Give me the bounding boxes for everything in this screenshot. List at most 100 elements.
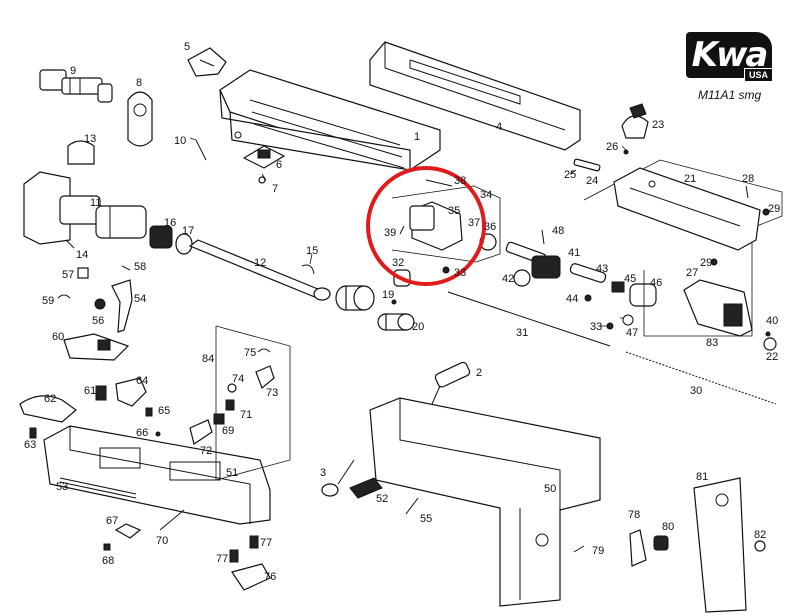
part-28: [745, 185, 749, 199]
part-54: [111, 279, 133, 333]
part-24-25: [573, 158, 601, 172]
label-71: 71: [240, 409, 252, 421]
label-45: 45: [624, 273, 636, 285]
part-66: [155, 431, 161, 437]
label-76: 76: [264, 571, 276, 583]
part-5: [187, 47, 227, 77]
part-63: [29, 427, 37, 439]
label-5: 5: [184, 41, 190, 53]
lower-receiver-part-51: [43, 425, 271, 525]
label-77a: 77: [216, 553, 228, 565]
part-78: [629, 529, 647, 567]
hopup-subassembly-34: [391, 179, 501, 263]
part-79: [573, 545, 585, 553]
part-82: [754, 540, 766, 552]
label-80: 80: [662, 521, 674, 533]
part-47: [622, 314, 634, 326]
part-14: [65, 239, 75, 249]
brand-logo: Kwa USA: [686, 32, 794, 84]
leader-lines: [189, 137, 627, 327]
part-29: [710, 208, 770, 266]
label-57: 57: [62, 269, 74, 281]
grip-frame-part-50: [369, 397, 601, 607]
label-44: 44: [566, 293, 578, 305]
label-2: 2: [476, 367, 482, 379]
label-33a: 33: [454, 267, 466, 279]
label-63: 63: [24, 439, 36, 451]
label-46: 46: [650, 277, 662, 289]
label-61: 61: [84, 385, 96, 397]
part-26: [623, 149, 629, 155]
label-78: 78: [628, 509, 640, 521]
part-22: [763, 337, 777, 351]
label-82: 82: [754, 529, 766, 541]
label-29b: 29: [700, 257, 712, 269]
label-13: 13: [84, 133, 96, 145]
brand-sub: USA: [744, 68, 774, 82]
part-67: [114, 523, 142, 539]
label-42: 42: [502, 273, 514, 285]
part-43: [569, 263, 607, 283]
label-41: 41: [568, 247, 580, 259]
highlight-circle: [366, 166, 486, 286]
part-9: [39, 69, 113, 103]
label-54: 54: [134, 293, 146, 305]
label-22: 22: [766, 351, 778, 363]
part-55: [405, 497, 419, 515]
label-14: 14: [76, 249, 88, 261]
part-61: [95, 385, 107, 401]
subassembly-84: [189, 325, 291, 481]
part-64: [115, 377, 147, 407]
label-31: 31: [516, 327, 528, 339]
label-81: 81: [696, 471, 708, 483]
label-28: 28: [742, 173, 754, 185]
label-6: 6: [276, 159, 282, 171]
label-48: 48: [552, 225, 564, 237]
label-27: 27: [686, 267, 698, 279]
label-25: 25: [564, 169, 576, 181]
part-23: [621, 103, 649, 139]
part-8: [127, 91, 153, 147]
label-47: 47: [626, 327, 638, 339]
part-62: [19, 395, 77, 423]
part-27: [683, 279, 753, 337]
label-74: 74: [232, 373, 244, 385]
label-60: 60: [52, 331, 64, 343]
part-2: [431, 361, 471, 405]
part-16: [149, 225, 173, 249]
barrel-part-12: [188, 239, 332, 301]
part-59: [57, 294, 71, 299]
part-41: [505, 241, 561, 279]
label-30: 30: [690, 385, 702, 397]
label-65: 65: [158, 405, 170, 417]
label-10: 10: [174, 135, 186, 147]
part-45: [611, 281, 625, 293]
label-43: 43: [596, 263, 608, 275]
label-15: 15: [306, 245, 318, 257]
label-21: 21: [684, 173, 696, 185]
top-cover-part-4: [369, 41, 581, 151]
part-80: [653, 535, 669, 551]
part-6: [242, 145, 286, 169]
label-29a: 29: [768, 203, 780, 215]
grip-panel-part-81: [693, 477, 747, 613]
label-40: 40: [766, 315, 778, 327]
label-32: 32: [392, 257, 404, 269]
label-67: 67: [106, 515, 118, 527]
part-42: [513, 269, 531, 287]
part-57: [77, 267, 89, 279]
label-66: 66: [136, 427, 148, 439]
label-58: 58: [134, 261, 146, 273]
part-56: [94, 298, 106, 310]
part-77: [229, 535, 259, 563]
part-60: [63, 333, 130, 361]
part-13: [67, 140, 95, 165]
part-10: [195, 139, 207, 161]
label-62: 62: [44, 393, 56, 405]
part-3: [321, 459, 355, 497]
part-70: [159, 509, 185, 531]
label-34: 34: [480, 189, 492, 201]
label-7: 7: [272, 183, 278, 195]
part-11: [23, 171, 147, 245]
label-8: 8: [136, 77, 142, 89]
